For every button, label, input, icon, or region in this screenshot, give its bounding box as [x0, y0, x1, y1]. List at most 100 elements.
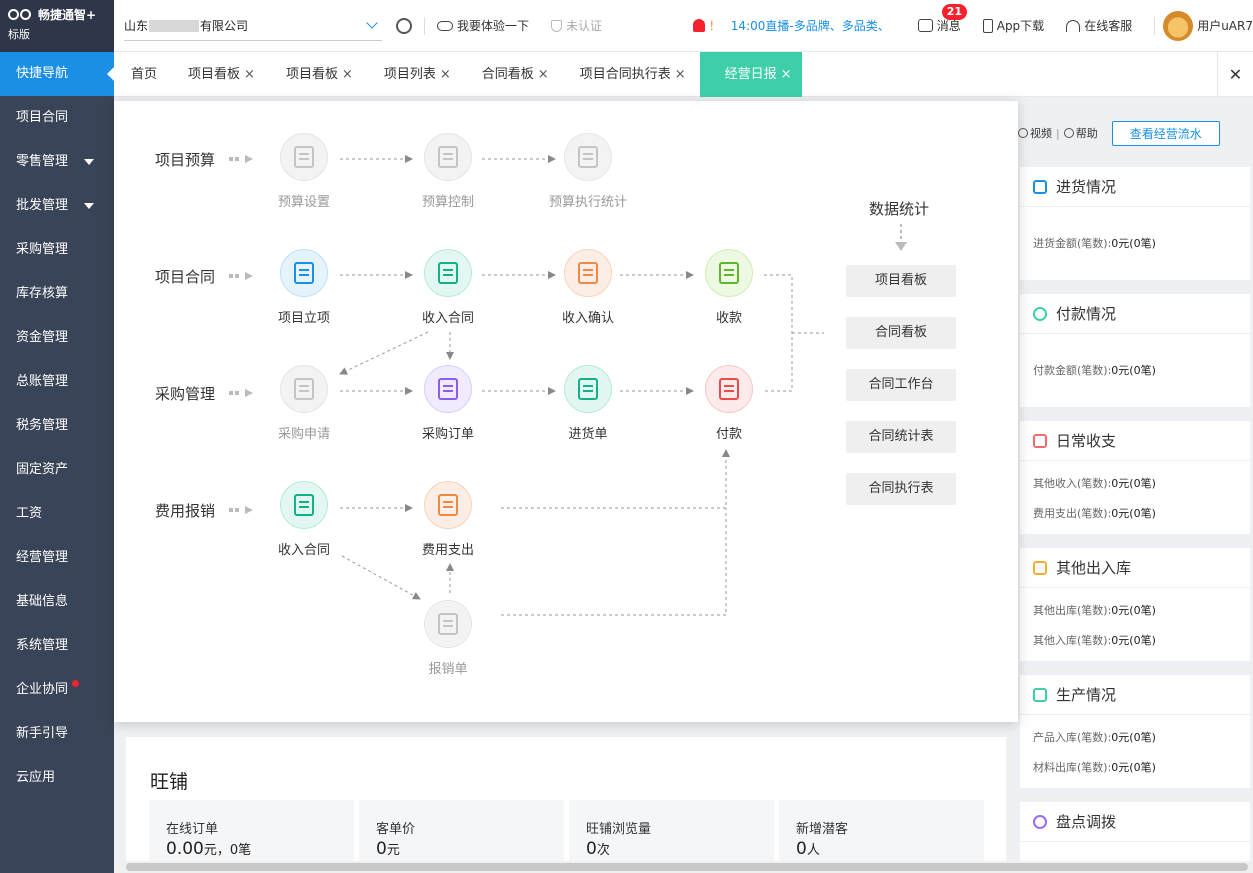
- horizontal-scrollbar[interactable]: [114, 861, 1253, 873]
- node-label: 收款: [715, 311, 742, 326]
- close-icon[interactable]: ×: [537, 67, 549, 82]
- tab[interactable]: 项目看板×: [269, 52, 367, 97]
- sidebar-item[interactable]: 总账管理: [0, 360, 114, 404]
- sidebar-item[interactable]: 批发管理: [0, 184, 114, 228]
- sidebar-item[interactable]: 资金管理: [0, 316, 114, 360]
- node-purchase-request[interactable]: 采购申请: [259, 365, 349, 442]
- stat-unit: 次: [596, 843, 610, 858]
- phone-icon: [982, 18, 993, 33]
- sidebar-item[interactable]: 工资: [0, 492, 114, 536]
- messages-button[interactable]: 消息 21: [917, 4, 968, 34]
- company-name: 山东有限公司: [124, 18, 249, 33]
- close-icon[interactable]: ×: [341, 67, 353, 82]
- card-row-value: 0元(0笔): [1111, 364, 1156, 377]
- close-all-tabs-button[interactable]: ✕: [1217, 52, 1253, 97]
- tab[interactable]: 项目列表×: [367, 52, 465, 97]
- stats-button-contract-stats[interactable]: 合同统计表: [846, 421, 956, 453]
- stat-number: 0: [376, 839, 387, 859]
- close-icon[interactable]: ×: [674, 67, 686, 82]
- sidebar-item[interactable]: 零售管理: [0, 140, 114, 184]
- chevron-down-icon: [366, 17, 378, 29]
- stat-value: 0次: [586, 839, 774, 859]
- help-link[interactable]: 帮助: [1063, 125, 1098, 141]
- live-banner[interactable]: 14:00直播-多品牌、多品类、: [730, 19, 890, 33]
- video-link[interactable]: 视频: [1018, 125, 1052, 141]
- budget-stats-icon: [564, 133, 612, 181]
- stats-button-contract-board[interactable]: 合同看板: [846, 317, 956, 349]
- sidebar-item[interactable]: 固定资产: [0, 448, 114, 492]
- view-flow-button[interactable]: 查看经营流水: [1111, 120, 1220, 146]
- sidebar-item[interactable]: 云应用: [0, 756, 114, 800]
- close-icon[interactable]: ×: [439, 67, 451, 82]
- sidebar-item-label: 经营管理: [16, 550, 69, 565]
- node-receipt[interactable]: 进货单: [543, 365, 633, 442]
- user-menu[interactable]: 用户uAR7: [1163, 10, 1253, 41]
- app-download-button[interactable]: App下载: [982, 17, 1044, 34]
- notice-alert[interactable]: ！: [692, 17, 721, 34]
- sidebar-item[interactable]: 企业协同: [0, 668, 114, 712]
- card-row-value: 0元(0笔): [1111, 761, 1156, 774]
- node-collection[interactable]: 收款: [684, 249, 774, 326]
- node-expense-out[interactable]: 费用支出: [403, 481, 493, 558]
- question-icon: [1063, 128, 1074, 138]
- stats-button-project-board[interactable]: 项目看板: [846, 265, 956, 297]
- node-income-contract[interactable]: 收入合同: [403, 249, 493, 326]
- stat-value: 0元: [376, 839, 564, 859]
- stats-button-contract-workbench[interactable]: 合同工作台: [846, 369, 956, 401]
- try-button[interactable]: 我要体验一下: [437, 17, 529, 34]
- receipt-icon: [564, 365, 612, 413]
- gear-icon[interactable]: [396, 17, 412, 34]
- row-label-contract: 项目合同: [155, 268, 216, 286]
- sidebar-item[interactable]: 税务管理: [0, 404, 114, 448]
- budget-control-icon: [424, 133, 472, 181]
- tab-bar: 首页项目看板×项目看板×项目列表×合同看板×项目合同执行表×经营日报× ✕: [114, 52, 1253, 97]
- sidebar-item[interactable]: 采购管理: [0, 228, 114, 272]
- node-payment[interactable]: 付款: [684, 365, 774, 442]
- node-income-confirm[interactable]: 收入确认: [543, 249, 633, 326]
- tab[interactable]: 经营日报×: [699, 52, 802, 97]
- node-budget-stats[interactable]: 预算执行统计: [543, 133, 633, 210]
- sidebar-item[interactable]: 经营管理: [0, 536, 114, 580]
- close-icon[interactable]: ×: [244, 67, 255, 82]
- stats-button-contract-execution[interactable]: 合同执行表: [846, 473, 956, 505]
- certification-status[interactable]: 未认证: [551, 17, 602, 34]
- sidebar-item[interactable]: 项目合同: [0, 96, 114, 140]
- sidebar-item[interactable]: 快捷导航: [0, 52, 114, 96]
- node-reimburse[interactable]: 报销单: [403, 600, 493, 677]
- node-label: 付款: [715, 427, 742, 442]
- tab[interactable]: 合同看板×: [465, 52, 563, 97]
- sidebar-item-label: 系统管理: [16, 638, 69, 653]
- node-budget-control[interactable]: 预算控制: [403, 133, 493, 210]
- tab[interactable]: 项目合同执行表×: [563, 52, 700, 97]
- node-project-setup[interactable]: 项目立项: [259, 249, 349, 326]
- app-logo[interactable]: 畅捷通智+ 标版: [0, 0, 114, 52]
- card-header: 付款情况: [1020, 294, 1250, 334]
- node-label: 进货单: [568, 427, 608, 442]
- stat-unit: 元: [386, 843, 400, 858]
- company-selector[interactable]: 山东有限公司: [124, 11, 382, 41]
- tab[interactable]: 项目看板×: [171, 52, 269, 97]
- card-row: 其他出库(笔数):0元(0笔): [1020, 596, 1250, 626]
- sidebar-item-label: 固定资产: [16, 462, 69, 477]
- sidebar-item-label: 工资: [16, 506, 43, 521]
- sidebar-item-label: 企业协同: [16, 682, 69, 697]
- tab-label: 合同看板: [481, 67, 534, 82]
- video-label: 视频: [1030, 127, 1052, 140]
- close-icon[interactable]: ×: [780, 67, 792, 82]
- tab[interactable]: 首页: [114, 52, 171, 97]
- quick-nav-popup: 项目预算 项目合同 采购管理 费用报销 预算设置 预算控制 预算执行统计 项目立…: [114, 101, 1018, 722]
- node-label: 费用支出: [421, 543, 474, 558]
- sidebar-item[interactable]: 系统管理: [0, 624, 114, 668]
- node-expense-income-contract[interactable]: 收入合同: [259, 481, 349, 558]
- sidebar-item[interactable]: 基础信息: [0, 580, 114, 624]
- expense-out-icon: [424, 481, 472, 529]
- sidebar-item[interactable]: 新手引导: [0, 712, 114, 756]
- card-title: 付款情况: [1056, 305, 1117, 323]
- node-label: 采购订单: [421, 427, 474, 442]
- sidebar-item[interactable]: 库存核算: [0, 272, 114, 316]
- online-service-button[interactable]: 在线客服: [1066, 17, 1132, 34]
- scrollbar-thumb[interactable]: [126, 863, 1248, 871]
- node-budget-setting[interactable]: 预算设置: [259, 133, 349, 210]
- node-purchase-order[interactable]: 采购订单: [403, 365, 493, 442]
